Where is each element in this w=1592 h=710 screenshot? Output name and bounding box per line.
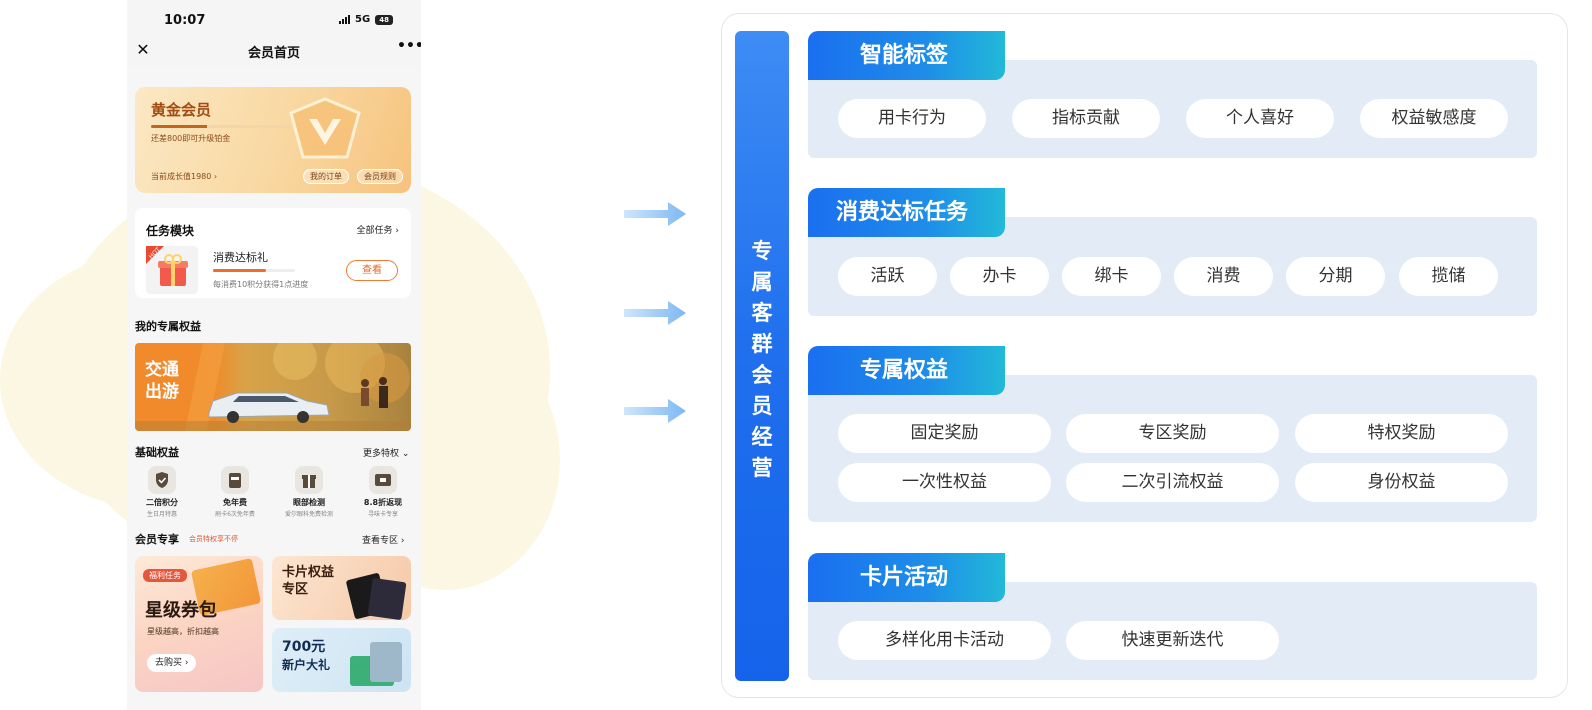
task-pill: 办卡 <box>950 257 1049 296</box>
task-module-title: 任务模块 <box>146 224 195 238</box>
basic-item-sub: 生日月特惠 <box>146 511 177 518</box>
task-pill: 分期 <box>1286 257 1385 296</box>
task-description: 每消费10积分获得1点进度 <box>213 280 309 289</box>
group-title: 消费达标任务 <box>808 188 1005 237</box>
basic-item-sub: 刷卡6次免年费 <box>215 511 255 518</box>
member-level-title: 黄金会员 <box>151 101 212 119</box>
view-task-button[interactable]: 查看 <box>346 260 398 281</box>
phone-header: 10:07 5G 48 ✕ 会员首页 ••• <box>127 0 421 68</box>
member-rules-button[interactable]: 会员规则 <box>357 169 403 184</box>
newbie-amount: 700元 <box>282 639 326 655</box>
star-coupon-card[interactable]: 福利任务 星级券包 星级越高，折扣越高 去购买 › <box>135 556 263 692</box>
rights-pill: 身份权益 <box>1295 463 1508 502</box>
task-pill: 活跃 <box>838 257 937 296</box>
status-bar-right: 5G 48 <box>339 14 394 25</box>
activity-pill: 多样化用卡活动 <box>838 621 1051 660</box>
rights-pill: 二次引流权益 <box>1066 463 1279 502</box>
member-exclusive-tag: 会员特权享不停 <box>189 535 238 543</box>
network-label: 5G <box>355 14 371 25</box>
card-zone-title: 卡片权益专区 <box>282 565 335 597</box>
tag-pill: 个人喜好 <box>1186 99 1334 138</box>
basic-rights-grid: 二倍积分 生日月特惠 免年费 刷卡6次免年费 眼部检测 爱尔眼科免费检测 <box>127 466 421 522</box>
growth-value[interactable]: 当前成长值1980 › <box>151 172 218 181</box>
gift-box-icon <box>295 466 323 494</box>
rights-pill: 专区奖励 <box>1066 414 1279 453</box>
basic-item-name: 二倍积分 <box>146 498 178 507</box>
tag-pill: 指标贡献 <box>1012 99 1160 138</box>
upgrade-progress-bar <box>151 125 291 128</box>
more-privileges-link[interactable]: 更多特权 ⌄ <box>363 449 410 459</box>
gift-icon: HOT <box>146 246 198 294</box>
member-emblem-icon <box>289 97 361 159</box>
basic-item-double-points[interactable]: 二倍积分 生日月特惠 <box>127 466 197 518</box>
travel-banner[interactable]: 交通出游 <box>135 343 411 431</box>
tag-pill: 权益敏感度 <box>1360 99 1508 138</box>
card-wallet-icon <box>221 466 249 494</box>
basic-item-name: 8.8折返现 <box>363 498 403 507</box>
vertical-title: 专属客群会员经营 <box>751 239 773 480</box>
basic-item-sub: 爱尔眼科免费检测 <box>284 511 333 518</box>
basic-item-cashback[interactable]: 8.8折返现 寻味卡专享 <box>348 466 418 518</box>
task-pill: 消费 <box>1174 257 1273 296</box>
vertical-title-bar: 专属客群会员经营 <box>735 31 789 681</box>
arrow-right-icon <box>624 202 686 226</box>
upgrade-hint: 还差800即可升级铂金 <box>151 134 231 143</box>
shield-check-icon <box>148 466 176 494</box>
signal-icon <box>339 15 350 24</box>
task-pill: 绑卡 <box>1062 257 1161 296</box>
basic-item-sub: 寻味卡专享 <box>367 511 398 518</box>
basic-item-name: 眼部检测 <box>293 498 325 507</box>
credit-card-image <box>367 577 407 620</box>
newbie-gift-card[interactable]: 700元 新户大礼 <box>272 628 411 692</box>
rights-pill: 一次性权益 <box>838 463 1051 502</box>
task-pill: 揽储 <box>1399 257 1498 296</box>
coupon-title: 星级券包 <box>145 600 217 621</box>
ticket-icon <box>369 466 397 494</box>
rights-pill: 固定奖励 <box>838 414 1051 453</box>
task-name: 消费达标礼 <box>213 251 268 264</box>
basic-item-name: 免年费 <box>223 498 247 507</box>
group-title: 智能标签 <box>808 31 1005 80</box>
tag-pill: 用卡行为 <box>838 99 986 138</box>
status-time: 10:07 <box>164 13 206 28</box>
arrow-right-icon <box>624 301 686 325</box>
basic-rights-title: 基础权益 <box>135 446 179 459</box>
card-rights-zone[interactable]: 卡片权益专区 <box>272 556 411 620</box>
more-icon[interactable]: ••• <box>397 38 421 54</box>
activity-pill: 快速更新迭代 <box>1066 621 1279 660</box>
gold-member-card[interactable]: 黄金会员 还差800即可升级铂金 当前成长值1980 › 我的订单 会员规则 <box>135 87 411 193</box>
view-zone-link[interactable]: 查看专区 › <box>362 536 405 546</box>
page-title: 会员首页 <box>247 46 300 61</box>
all-tasks-link[interactable]: 全部任务 › <box>356 226 399 236</box>
exclusive-title: 我的专属权益 <box>135 320 201 333</box>
task-progress-bar <box>213 269 295 272</box>
my-orders-button[interactable]: 我的订单 <box>303 169 349 184</box>
group-title: 专属权益 <box>808 346 1005 395</box>
coupon-subtitle: 星级越高，折扣越高 <box>147 627 219 636</box>
phone-screenshot: 10:07 5G 48 ✕ 会员首页 ••• 黄金会员 还差800即可升级铂金 … <box>127 0 421 710</box>
rights-pill: 特权奖励 <box>1295 414 1508 453</box>
newbie-label: 新户大礼 <box>282 658 331 672</box>
task-module: 任务模块 全部任务 › HOT 消费达标礼 每消费10积分获得1点进度 查看 <box>135 208 411 298</box>
travel-label: 交通出游 <box>145 360 179 402</box>
buy-coupon-button[interactable]: 去购买 › <box>147 654 197 672</box>
group-title: 卡片活动 <box>808 553 1005 602</box>
arrow-right-icon <box>624 399 686 423</box>
car-icon <box>208 392 330 423</box>
basic-item-eye-test[interactable]: 眼部检测 爱尔眼科免费检测 <box>274 466 344 518</box>
member-exclusive-title: 会员专享 <box>135 533 179 546</box>
people-icon <box>361 377 388 408</box>
battery-icon: 48 <box>375 14 394 25</box>
bag-icon <box>370 642 402 682</box>
welfare-task-tag: 福利任务 <box>143 569 187 582</box>
basic-item-annual-fee[interactable]: 免年费 刷卡6次免年费 <box>200 466 270 518</box>
close-icon[interactable]: ✕ <box>136 40 150 59</box>
